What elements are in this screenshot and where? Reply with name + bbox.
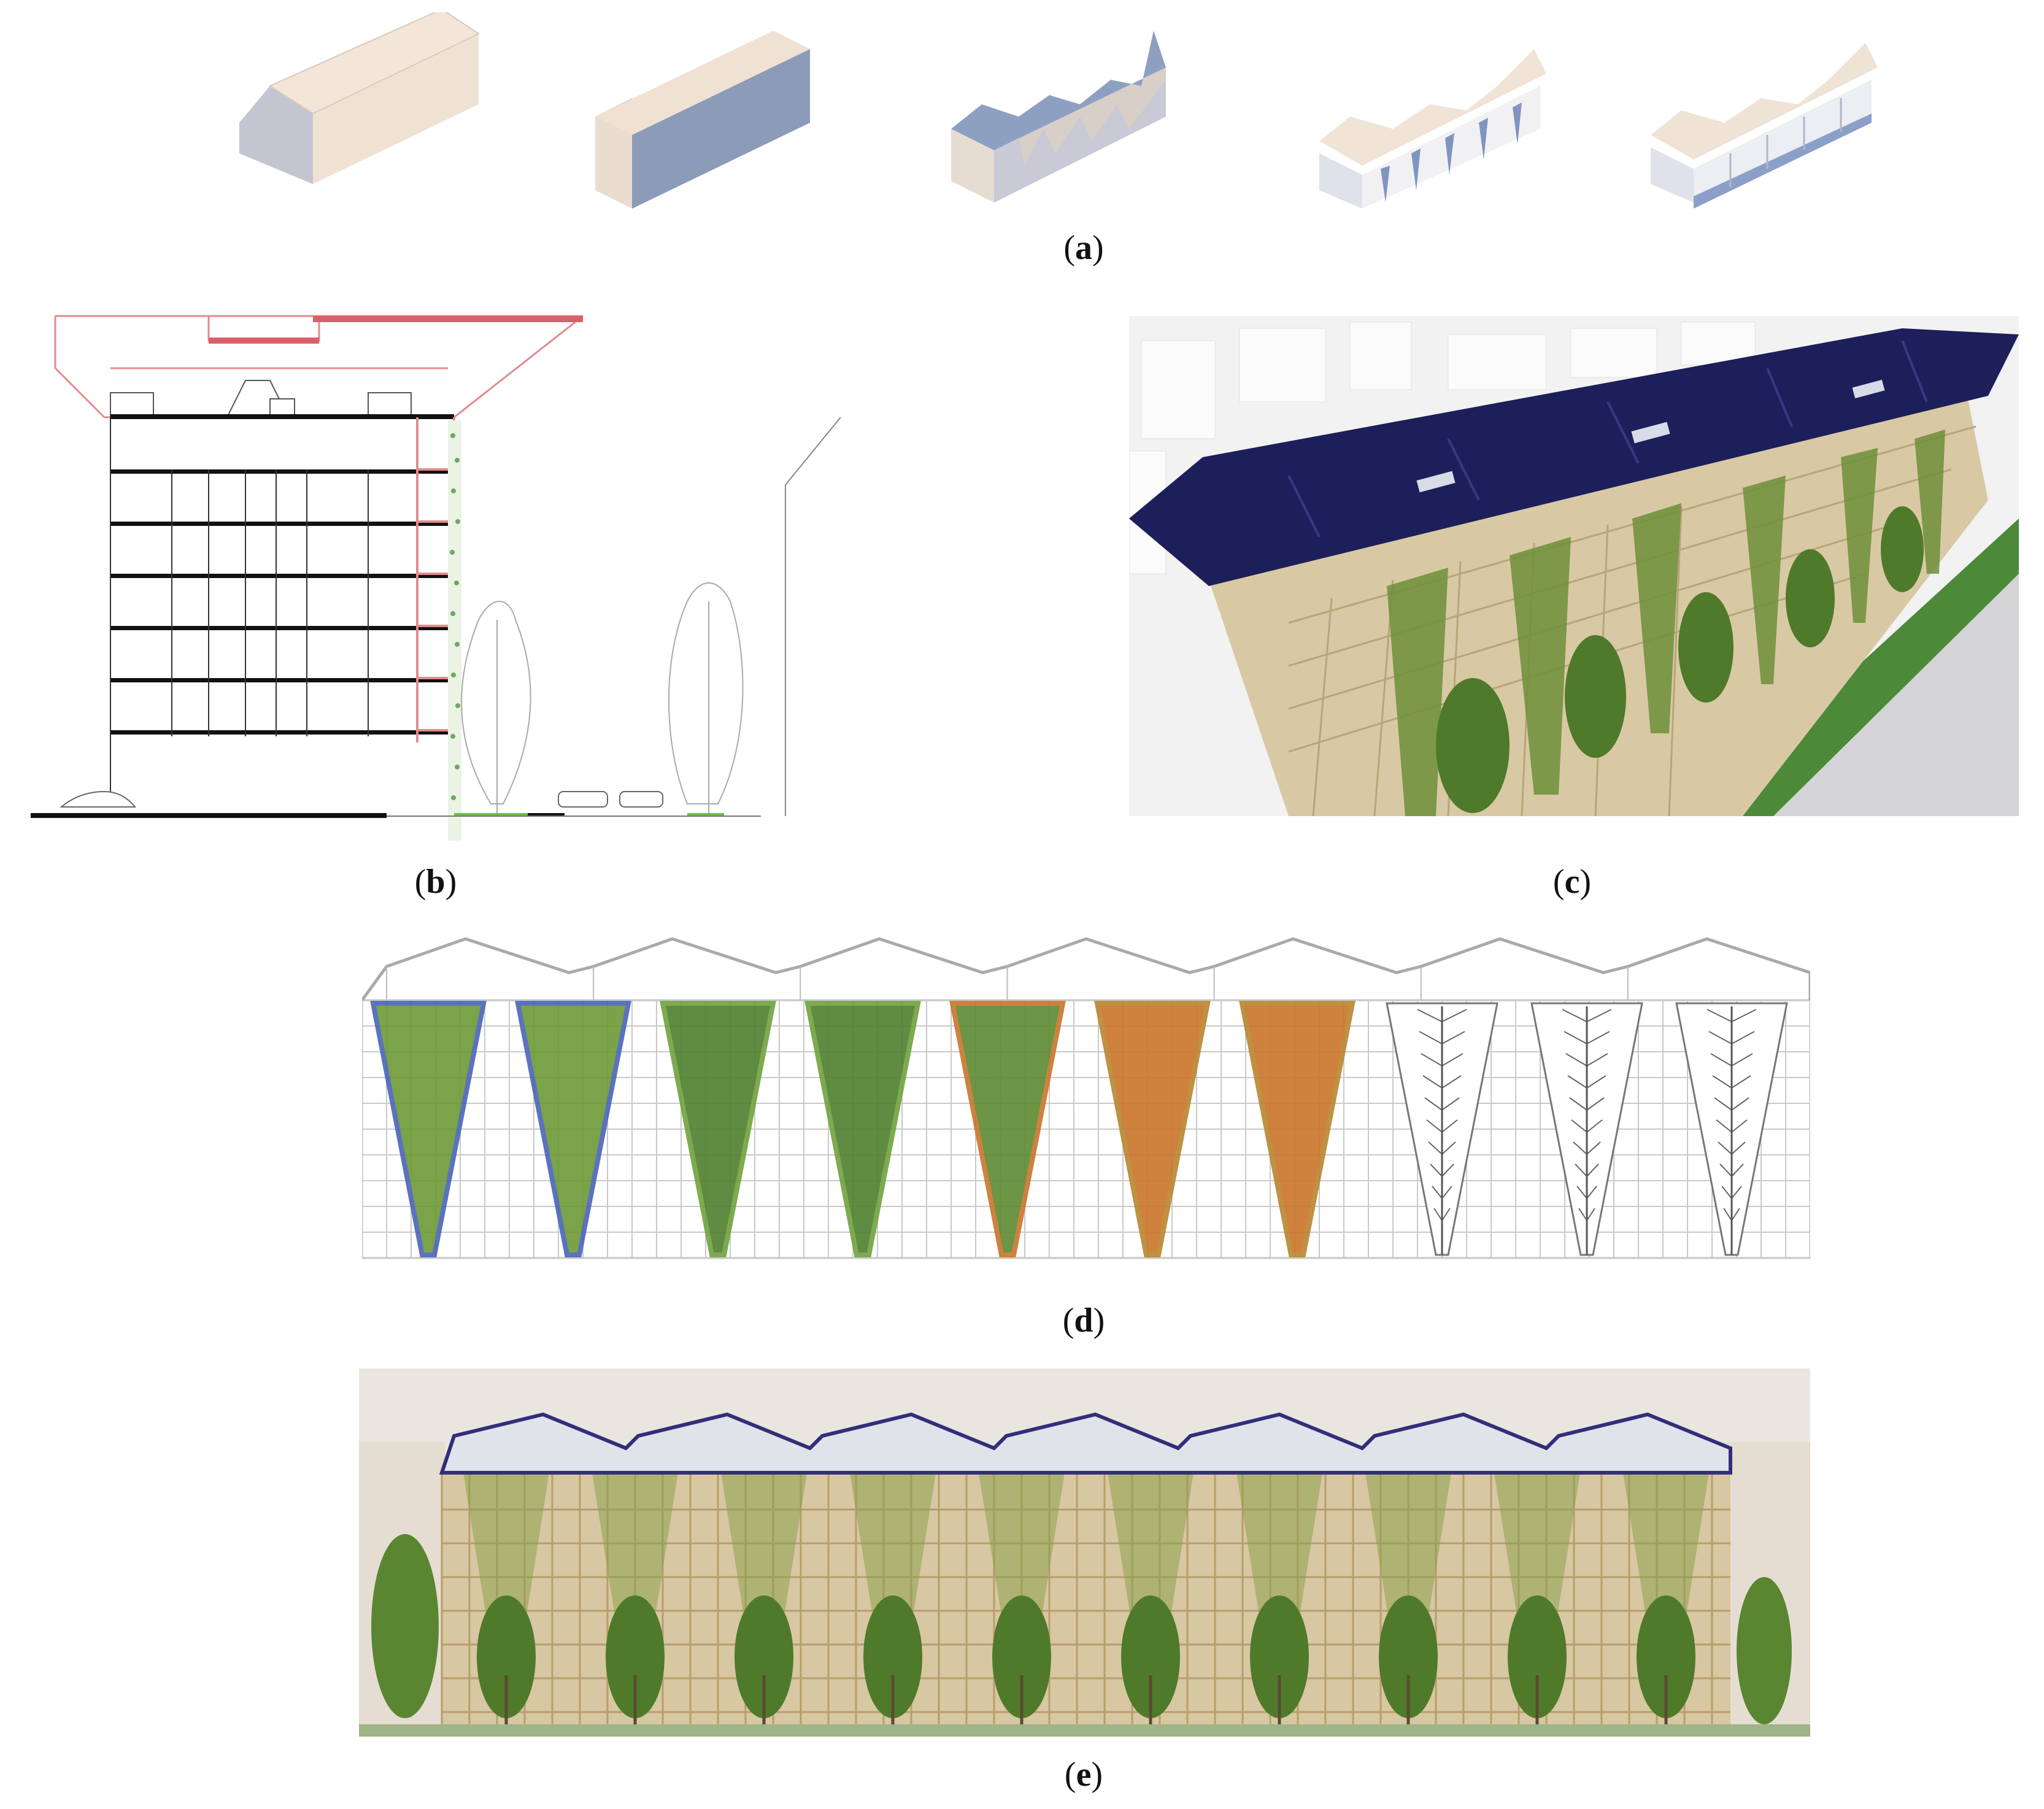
panel-d-elevation-seasons — [362, 936, 1810, 1279]
panel-b-section — [25, 313, 859, 841]
street-trees — [461, 582, 744, 816]
roof-equipment — [110, 380, 412, 418]
ground — [31, 813, 761, 818]
vine-wedge-turning — [949, 1001, 1066, 1257]
vine-wedge-flowering — [370, 1001, 487, 1257]
aerial-svg — [1129, 316, 2019, 816]
facade-vines — [1387, 430, 1945, 816]
vertical-green — [448, 420, 461, 841]
pv-roof — [1129, 328, 2019, 586]
street-trees — [1436, 506, 1924, 813]
massing-svg — [239, 12, 1878, 209]
floor-slabs — [110, 414, 454, 735]
facade-vines — [463, 1473, 1709, 1712]
vine-wedge-green — [660, 1001, 776, 1257]
street-trees — [371, 1534, 1792, 1724]
greenhouse-roof — [439, 1412, 1732, 1475]
vine-wedges — [370, 1001, 1788, 1257]
caption-b: (b) — [414, 863, 457, 901]
massing-step-3 — [951, 31, 1166, 202]
neighbour-outline — [785, 417, 841, 816]
section-svg — [31, 315, 841, 841]
caption-e: (e) — [1064, 1756, 1103, 1794]
skylights — [1416, 379, 1885, 493]
massing-step-5 — [1651, 43, 1878, 209]
panel-a-massing-sequence — [233, 12, 1878, 209]
panel-e-front-render — [359, 1368, 1810, 1737]
massing-step-1 — [239, 12, 480, 184]
vine-wedge-autumn — [1094, 1001, 1211, 1257]
massing-step-4 — [1319, 49, 1546, 209]
vine-wedge-autumn — [1239, 1001, 1356, 1257]
caption-c: (c) — [1552, 863, 1592, 901]
cars — [60, 790, 663, 808]
sawtooth-roof — [362, 937, 1810, 1001]
front-render-svg — [359, 1368, 1810, 1737]
roof-ridges — [1287, 340, 1928, 538]
panel-c-aerial-render — [1129, 316, 2019, 816]
caption-d: (d) — [1062, 1302, 1105, 1340]
vine-wedge-flowering — [515, 1001, 631, 1257]
caption-a: (a) — [1063, 229, 1104, 267]
elevation-svg — [362, 937, 1810, 1259]
vine-wedge-green — [804, 1001, 921, 1257]
columns — [110, 417, 418, 804]
massing-step-2 — [595, 31, 810, 209]
ground-strip — [359, 1724, 1810, 1737]
